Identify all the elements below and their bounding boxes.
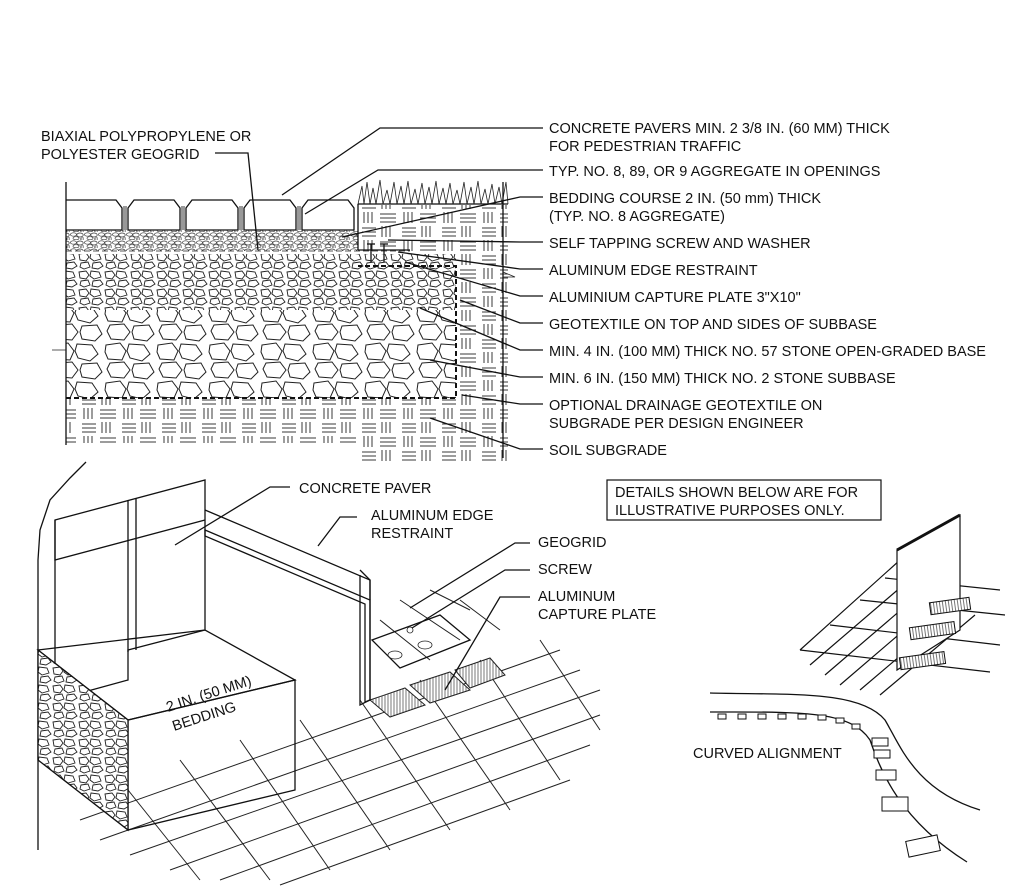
bedding-course xyxy=(66,230,358,251)
edge-restraint-geogrid-sketch xyxy=(799,513,1006,696)
callout-bedding-course: BEDDING COURSE 2 IN. (50 mm) THICK xyxy=(549,191,821,207)
svg-text:SUBGRADE PER DESIGN ENGINEER: SUBGRADE PER DESIGN ENGINEER xyxy=(549,416,804,432)
illustrative-note-box: DETAILS SHOWN BELOW ARE FOR ILLUSTRATIVE… xyxy=(606,479,882,521)
grass-icon xyxy=(357,179,509,205)
callout-geogrid: GEOGRID xyxy=(538,535,606,551)
concrete-pavers xyxy=(66,199,355,231)
cross-section-detail: BIAXIAL POLYPROPYLENE OR POLYESTER GEOGR… xyxy=(41,121,986,463)
callout-concrete-paver: CONCRETE PAVER xyxy=(299,481,431,497)
geogrid-mesh xyxy=(79,589,601,886)
left-label-geogrid: BIAXIAL POLYPROPYLENE OR POLYESTER GEOGR… xyxy=(41,129,251,163)
svg-text:FOR PEDESTRIAN TRAFFIC: FOR PEDESTRIAN TRAFFIC xyxy=(549,139,741,155)
svg-text:ILLUSTRATIVE PURPOSES ONLY.: ILLUSTRATIVE PURPOSES ONLY. xyxy=(615,503,845,519)
callout-edge-restraint: ALUMINUM EDGE RESTRAINT xyxy=(549,263,758,279)
callout-screw: SCREW xyxy=(538,562,592,578)
iso-leader-lines xyxy=(174,486,530,691)
callout-drainage-geotextile: OPTIONAL DRAINAGE GEOTEXTILE ON xyxy=(549,398,822,414)
leader-lines xyxy=(215,127,543,450)
no57-stone-base xyxy=(66,254,456,310)
soil-subgrade-hatch xyxy=(66,398,508,443)
svg-text:CAPTURE PLATE: CAPTURE PLATE xyxy=(538,607,657,623)
no2-stone-subbase xyxy=(66,310,456,398)
callout-aggregate-openings: TYP. NO. 8, 89, OR 9 AGGREGATE IN OPENIN… xyxy=(549,164,880,180)
svg-text:BIAXIAL POLYPROPYLENE OR: BIAXIAL POLYPROPYLENE OR xyxy=(41,129,251,145)
callout-aluminum-edge-restraint: ALUMINUM EDGE xyxy=(371,508,494,524)
isometric-detail: 2 IN. (50 MM) BEDDING CONCRETE PAVER ALU… xyxy=(36,461,657,886)
bedding-label: 2 IN. (50 MM) BEDDING xyxy=(164,673,253,735)
callout-geotextile: GEOTEXTILE ON TOP AND SIDES OF SUBBASE xyxy=(549,317,877,333)
curved-alignment-label: CURVED ALIGNMENT xyxy=(693,746,842,762)
callout-no2-subbase: MIN. 6 IN. (150 MM) THICK NO. 2 STONE SU… xyxy=(549,371,896,387)
callout-aluminum-capture-plate: ALUMINUM xyxy=(538,589,615,605)
callout-screw-washer: SELF TAPPING SCREW AND WASHER xyxy=(549,236,811,252)
curved-alignment-detail: CURVED ALIGNMENT xyxy=(693,692,981,863)
geotextile-outline xyxy=(66,265,457,399)
screw-icon xyxy=(367,243,388,262)
capture-plate xyxy=(409,671,471,704)
svg-text:RESTRAINT: RESTRAINT xyxy=(371,526,453,542)
screw-icon xyxy=(406,626,414,634)
iso-callout-labels: CONCRETE PAVER ALUMINUM EDGE RESTRAINT G… xyxy=(299,481,657,623)
capture-plate xyxy=(369,687,426,718)
section-callout-labels: CONCRETE PAVERS MIN. 2 3/8 IN. (60 MM) T… xyxy=(549,121,986,459)
capture-plate xyxy=(454,657,506,689)
svg-text:POLYESTER GEOGRID: POLYESTER GEOGRID xyxy=(41,147,199,163)
svg-text:DETAILS SHOWN BELOW ARE FOR: DETAILS SHOWN BELOW ARE FOR xyxy=(615,485,858,501)
callout-pavers: CONCRETE PAVERS MIN. 2 3/8 IN. (60 MM) T… xyxy=(549,121,890,137)
callout-soil-subgrade: SOIL SUBGRADE xyxy=(549,443,667,459)
callout-no57-base: MIN. 4 IN. (100 MM) THICK NO. 57 STONE O… xyxy=(549,344,986,360)
callout-capture-plate: ALUMINIUM CAPTURE PLATE 3"X10" xyxy=(549,290,801,306)
svg-text:(TYP. NO. 8 AGGREGATE): (TYP. NO. 8 AGGREGATE) xyxy=(549,209,725,225)
